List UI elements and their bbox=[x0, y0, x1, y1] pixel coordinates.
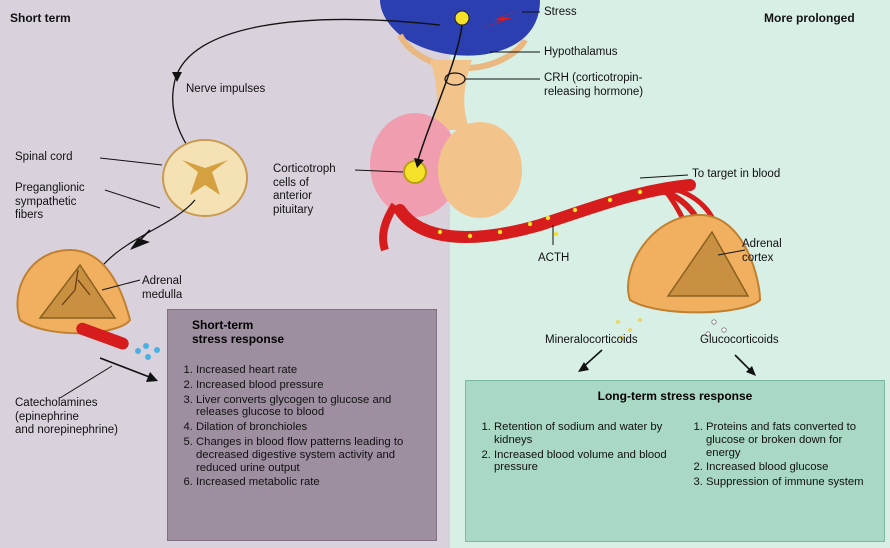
long-term-box-title: Long-term stress response bbox=[597, 389, 753, 403]
adrenal-cortex-leader bbox=[717, 249, 746, 256]
nerve-impulse-path bbox=[172, 18, 441, 166]
to-target-label: To target in blood bbox=[692, 168, 781, 180]
spinal-cord-label: Spinal cord bbox=[15, 151, 73, 163]
glucocorticoid-arrowhead bbox=[746, 366, 756, 376]
catecholamine-arrow-shaft bbox=[99, 357, 153, 379]
catecholamines-leader bbox=[59, 365, 113, 399]
response-item: Proteins and fats converted to glucose o… bbox=[706, 421, 876, 459]
preganglionic-arrow bbox=[130, 238, 150, 250]
stress-label: Stress bbox=[544, 6, 577, 18]
corticotroph-leader bbox=[354, 169, 404, 173]
medulla-nerves bbox=[61, 269, 91, 306]
response-item: Increased blood pressure bbox=[196, 379, 428, 392]
long-term-response-box: Long-term stress response Retention of s… bbox=[465, 380, 885, 542]
brain-fold bbox=[397, 33, 528, 72]
adrenal-cortex-label: Adrenal cortex bbox=[742, 238, 782, 264]
adrenal-medulla bbox=[38, 263, 117, 319]
vessel-branch bbox=[379, 202, 399, 252]
response-item: Retention of sodium and water by kidneys bbox=[494, 421, 672, 447]
long-term-response-list-left: Retention of sodium and water by kidneys… bbox=[476, 421, 672, 474]
hypothalamus-shape bbox=[380, 0, 540, 56]
short-term-header: Short term bbox=[10, 11, 71, 25]
adrenal-cortex bbox=[666, 230, 750, 297]
response-item: Liver converts glycogen to glucose and r… bbox=[196, 394, 428, 420]
adrenal-medulla-label: Adrenal medulla bbox=[142, 275, 183, 301]
catecholamine-dot bbox=[135, 348, 141, 354]
mineralocorticoids-label: Mineralocorticoids bbox=[545, 334, 638, 346]
response-item: Suppression of immune system bbox=[706, 476, 876, 489]
preganglionic-leader bbox=[104, 189, 161, 209]
response-item: Changes in blood flow patterns leading t… bbox=[196, 436, 428, 474]
glucocorticoid-molecules bbox=[705, 319, 727, 337]
mineralocorticoid-arrowhead bbox=[578, 362, 589, 372]
catecholamine-dot bbox=[145, 354, 151, 360]
stress-lightning-icon bbox=[480, 10, 520, 28]
catecholamine-dot bbox=[154, 347, 160, 353]
more-prolonged-header: More prolonged bbox=[764, 11, 855, 25]
preganglionic-label: Preganglionic sympathetic fibers bbox=[15, 182, 85, 221]
preganglionic-arrow-shaft bbox=[131, 229, 151, 249]
to-target-leader bbox=[639, 174, 689, 179]
long-term-response-list-right: Proteins and fats converted to glucose o… bbox=[688, 421, 876, 489]
glucocorticoids-label: Glucocorticoids bbox=[700, 334, 779, 346]
hypothalamic-neuron bbox=[454, 10, 470, 26]
acth-label: ACTH bbox=[538, 252, 570, 264]
short-term-response-list: Increased heart rateIncreased blood pres… bbox=[178, 364, 428, 489]
adrenal-vein-left bbox=[76, 322, 129, 350]
corticotroph-cell bbox=[403, 160, 427, 184]
spinal-cord-leader bbox=[99, 157, 163, 166]
short-term-box-title: Short-term stress response bbox=[192, 318, 285, 346]
crh-label: CRH (corticotropin- releasing hormone) bbox=[544, 72, 644, 98]
catecholamine-arrowhead bbox=[146, 372, 158, 382]
response-item: Increased blood volume and blood pressur… bbox=[494, 449, 672, 475]
catecholamines-label: Catecholamines (epinephrine and norepine… bbox=[15, 397, 118, 436]
response-item: Dilation of bronchioles bbox=[196, 421, 428, 434]
nerve-impulses-label: Nerve impulses bbox=[186, 83, 266, 95]
spinal-gray-matter bbox=[182, 160, 228, 195]
corticotroph-label: Corticotroph cells of anterior pituitary bbox=[273, 163, 336, 216]
response-item: Increased blood glucose bbox=[706, 461, 876, 474]
posterior-pituitary bbox=[438, 122, 522, 218]
adrenal-medulla-leader bbox=[101, 279, 141, 291]
response-item: Increased metabolic rate bbox=[196, 476, 428, 489]
hypothalamus-label: Hypothalamus bbox=[544, 46, 618, 58]
mineralocorticoid-molecules bbox=[615, 317, 643, 341]
crh-pathway bbox=[417, 24, 463, 161]
response-item: Increased heart rate bbox=[196, 364, 428, 377]
blood-vessel bbox=[394, 179, 696, 243]
short-term-response-box: Short-term stress response Increased hea… bbox=[167, 309, 437, 541]
catecholamine-dot bbox=[143, 343, 149, 349]
acth-molecules bbox=[437, 189, 643, 239]
crh-arrowhead bbox=[414, 158, 424, 168]
pituitary-stalk bbox=[430, 60, 472, 130]
nerve-impulse-arrow bbox=[172, 72, 182, 82]
